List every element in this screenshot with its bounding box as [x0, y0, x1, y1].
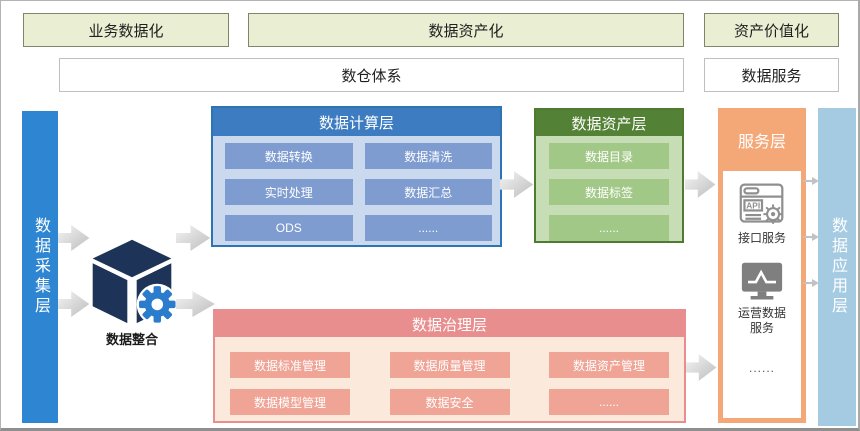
governance-cell: 数据质量管理 — [389, 352, 510, 378]
arrow-service-to-application-3 — [803, 279, 819, 287]
band-value-label: 资产价值化 — [733, 22, 809, 40]
asset-layer-body: 数据目录 数据标签 ...... — [536, 136, 682, 241]
cube-gear-icon — [92, 239, 178, 325]
service-layer: 服务层 API — [718, 108, 806, 423]
band-business-datafication: 业务数据化 — [23, 13, 229, 47]
arrow-service-to-application-1 — [803, 177, 819, 185]
governance-cell: 数据模型管理 — [230, 389, 350, 415]
ops-data-monitor-icon — [741, 262, 783, 300]
governance-cell: 数据资产管理 — [549, 352, 669, 378]
compute-cell: 数据清洗 — [364, 143, 492, 169]
arrow-compute-to-asset — [500, 171, 534, 198]
band-asset-valuation: 资产价值化 — [704, 13, 839, 47]
governance-cell: 数据安全 — [389, 389, 510, 415]
data-integration-node: 数据整合 — [83, 237, 181, 348]
data-collection-layer-label: 数据采集层 — [32, 217, 49, 317]
band-data-warehouse-system: 数仓体系 — [59, 58, 684, 92]
svg-text:API: API — [746, 201, 760, 211]
service-layer-body: API 接口服务 — [723, 171, 801, 418]
data-asset-layer: 数据资产层 数据目录 数据标签 ...... — [534, 108, 684, 243]
service-more-label: ...... — [748, 360, 775, 375]
arrow-collection-to-integration-top — [58, 225, 90, 251]
compute-cell: ODS — [225, 215, 353, 241]
asset-cell: 数据标签 — [549, 179, 669, 205]
warehouse-label: 数仓体系 — [341, 67, 402, 85]
governance-cell: 数据标准管理 — [230, 352, 350, 378]
api-service-label: 接口服务 — [737, 231, 786, 245]
governance-cell: ...... — [549, 389, 669, 415]
asset-cell: ...... — [549, 215, 669, 241]
service-layer-title: 服务层 — [737, 133, 786, 151]
data-governance-layer: 数据治理层 数据标准管理 数据质量管理 数据资产管理 数据模型管理 数据安全 .… — [213, 309, 686, 423]
data-collection-layer-bar: 数据采集层 — [22, 111, 58, 423]
api-service-icon: API — [739, 183, 784, 224]
compute-cell: 实时处理 — [225, 179, 353, 205]
compute-cell: 数据汇总 — [364, 179, 492, 205]
compute-cell: 数据转换 — [225, 143, 353, 169]
arrow-governance-to-service — [686, 354, 717, 381]
data-service-label: 数据服务 — [741, 67, 802, 85]
compute-layer-body: 数据转换 数据清洗 实时处理 数据汇总 ODS ...... — [213, 136, 500, 241]
governance-layer-body: 数据标准管理 数据质量管理 数据资产管理 数据模型管理 数据安全 ...... — [215, 337, 684, 415]
arrow-service-to-application-2 — [803, 233, 819, 241]
data-application-layer-label: 数据应用层 — [829, 217, 846, 317]
arrow-integration-to-compute — [176, 225, 211, 251]
data-application-layer-bar: 数据应用层 — [818, 108, 856, 426]
arrow-collection-to-integration-bottom — [58, 291, 90, 317]
arrow-integration-to-governance — [176, 291, 215, 317]
asset-cell: 数据目录 — [549, 143, 669, 169]
compute-layer-title: 数据计算层 — [213, 108, 500, 136]
band-data-service: 数据服务 — [704, 58, 839, 92]
band-business-label: 业务数据化 — [88, 22, 164, 40]
data-compute-layer: 数据计算层 数据转换 数据清洗 实时处理 数据汇总 ODS ...... — [211, 106, 502, 247]
ops-data-service-label: 运营数据服务 — [737, 305, 786, 336]
data-integration-label: 数据整合 — [105, 332, 158, 347]
compute-cell: ...... — [364, 215, 492, 241]
asset-layer-title: 数据资产层 — [536, 110, 682, 136]
band-asset-label: 数据资产化 — [428, 22, 504, 40]
band-data-assetization: 数据资产化 — [248, 13, 684, 47]
governance-layer-title: 数据治理层 — [215, 311, 684, 337]
arrow-asset-to-service — [685, 171, 716, 198]
